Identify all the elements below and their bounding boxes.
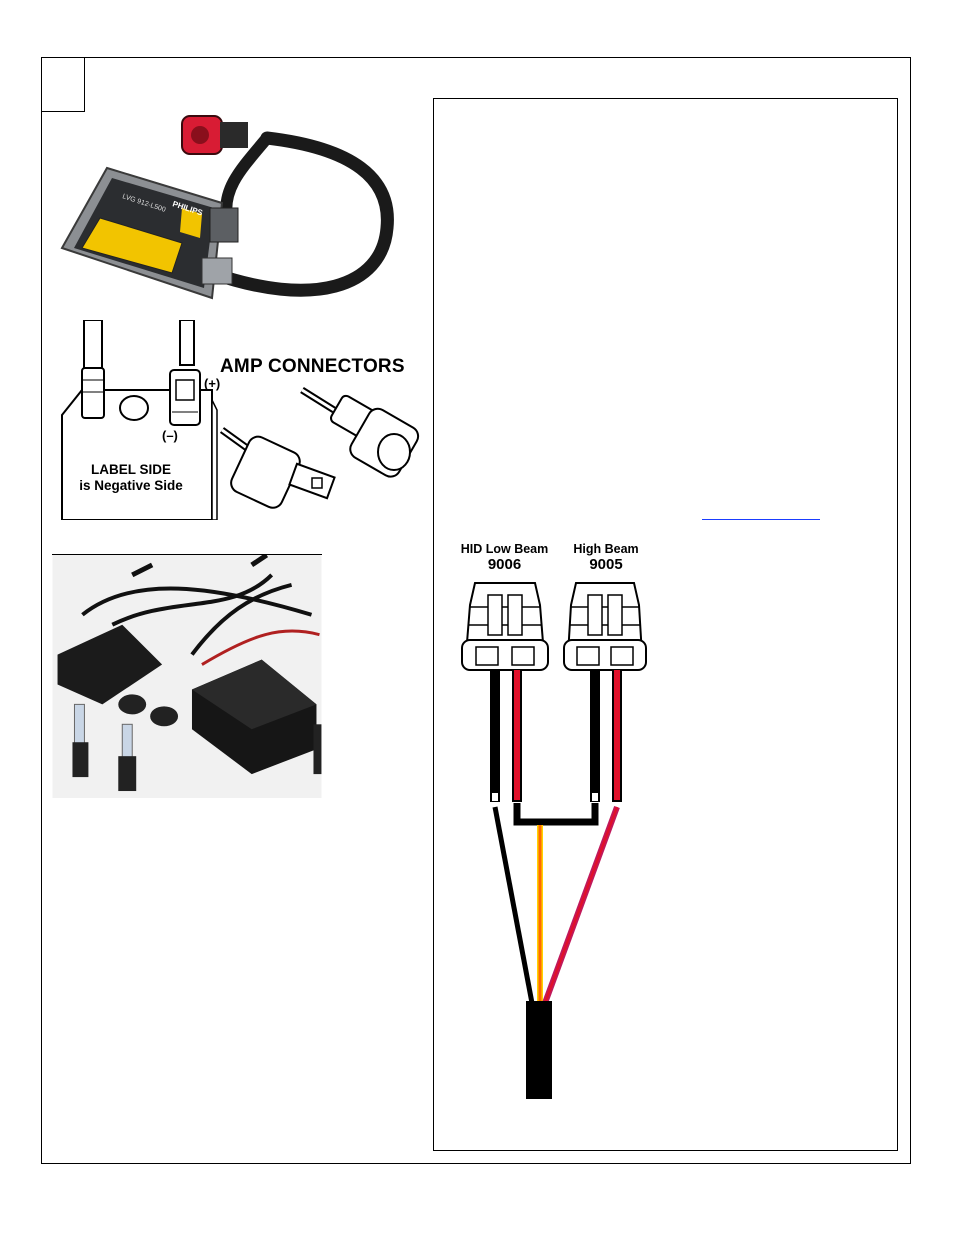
amp-text-layer: AMP CONNECTORS (+) (–) LABEL SIDE is Neg…	[52, 320, 422, 520]
label-side-note: LABEL SIDE is Negative Side	[66, 462, 196, 494]
hid-kit-photo	[52, 554, 322, 798]
wiring-diagram	[461, 582, 647, 1099]
high-beam-number: 9005	[589, 556, 623, 573]
page-frame	[41, 57, 911, 1164]
label-side-line1: LABEL SIDE	[90, 462, 171, 477]
connector-9006-icon	[461, 582, 549, 671]
label-side-line2: is Negative Side	[79, 478, 183, 493]
high-beam-name: High Beam	[573, 542, 639, 556]
red-connector-icon	[181, 115, 248, 155]
ballast-photo: LVG 912-L500 PHILIPS	[60, 115, 394, 300]
low-beam-name: HID Low Beam	[460, 542, 549, 556]
amp-connectors-title: AMP CONNECTORS	[220, 356, 405, 377]
connector-9005-icon	[563, 582, 647, 671]
positive-label: (+)	[204, 376, 221, 391]
low-beam-label: HID Low Beam 9006	[452, 541, 557, 573]
hyperlink-underline[interactable]	[702, 519, 820, 520]
high-beam-label: High Beam 9005	[556, 541, 656, 573]
negative-label: (–)	[162, 428, 178, 443]
low-beam-number: 9006	[487, 556, 522, 573]
right-text-panel	[433, 98, 898, 1151]
corner-box	[41, 57, 85, 112]
